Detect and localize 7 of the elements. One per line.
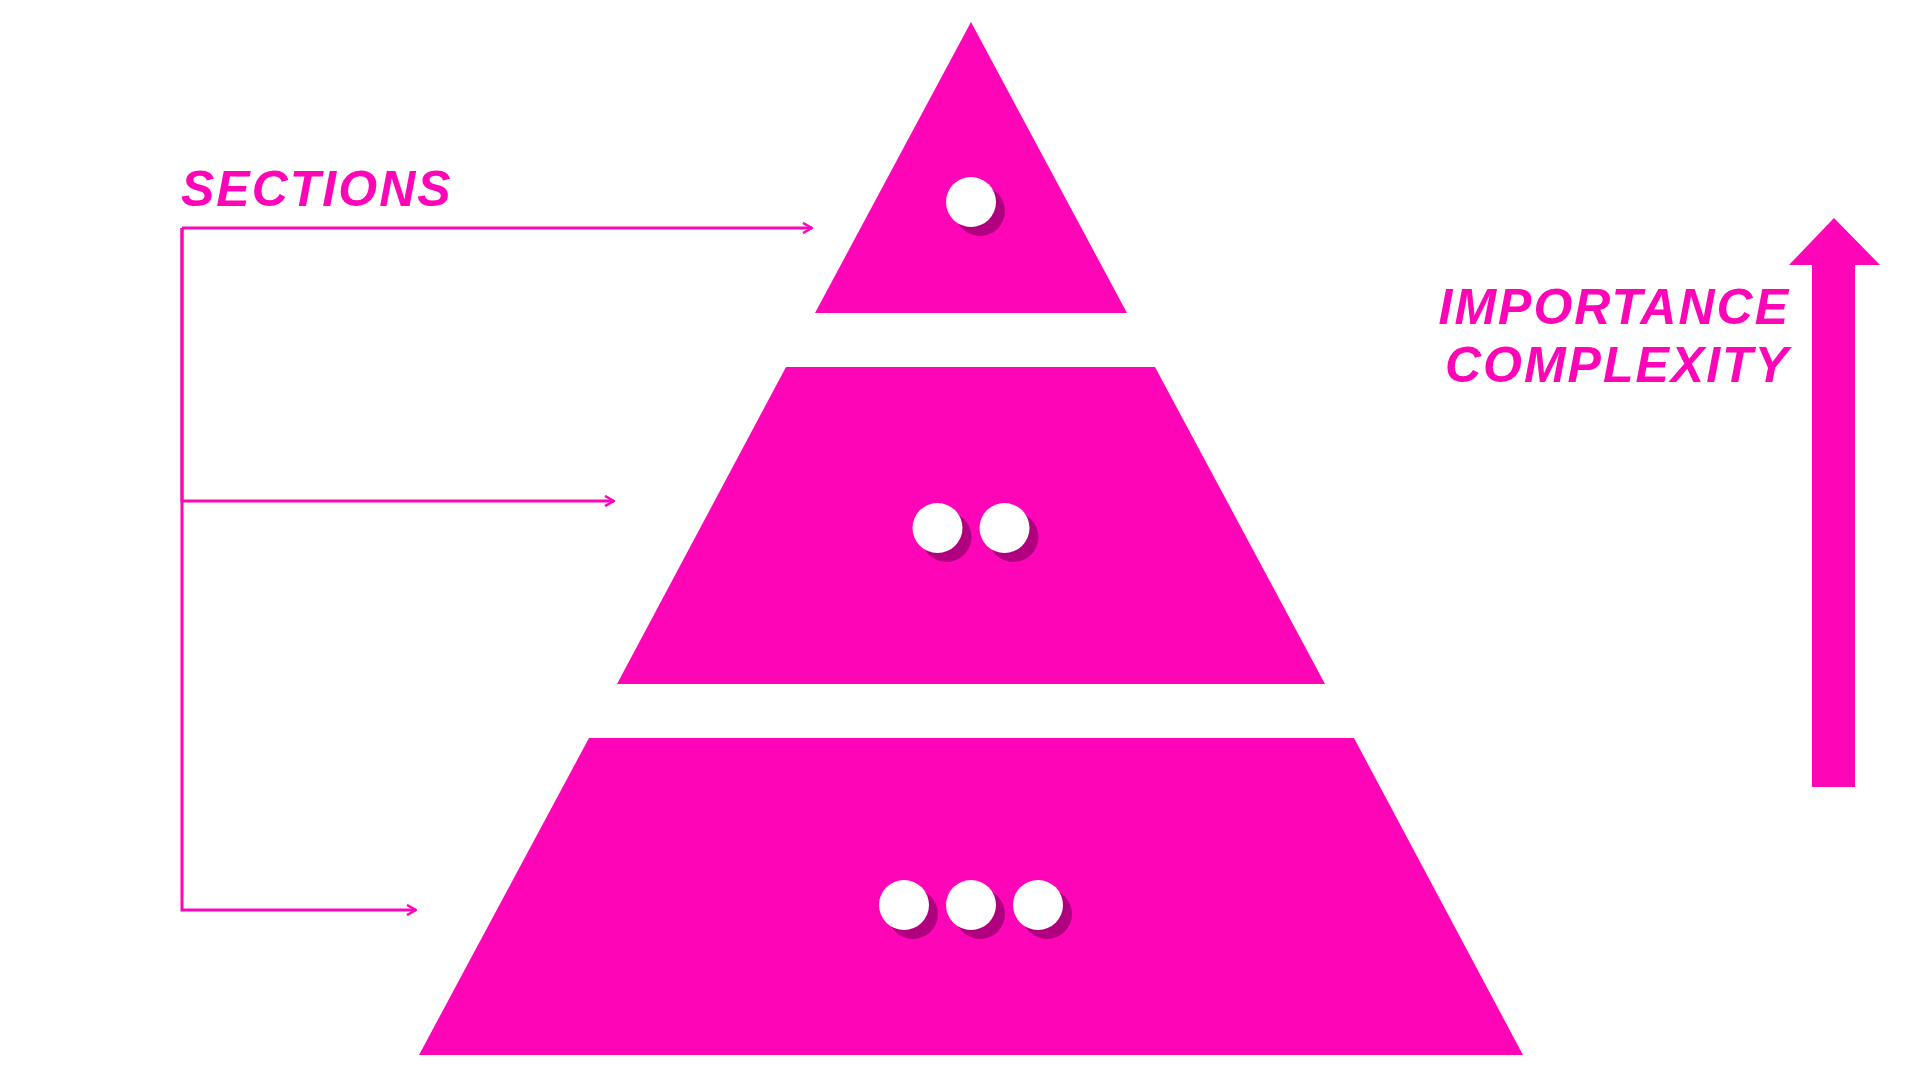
section-heading: SECTIONS (181, 160, 541, 218)
arrow (180, 228, 418, 917)
pyramid-tier (617, 367, 1325, 684)
pyramid-tier (419, 738, 1523, 1055)
axis-label: IMPORTANCE COMPLEXITY (1437, 278, 1790, 394)
pyramid-tier (815, 22, 1127, 313)
arrow (180, 221, 814, 235)
